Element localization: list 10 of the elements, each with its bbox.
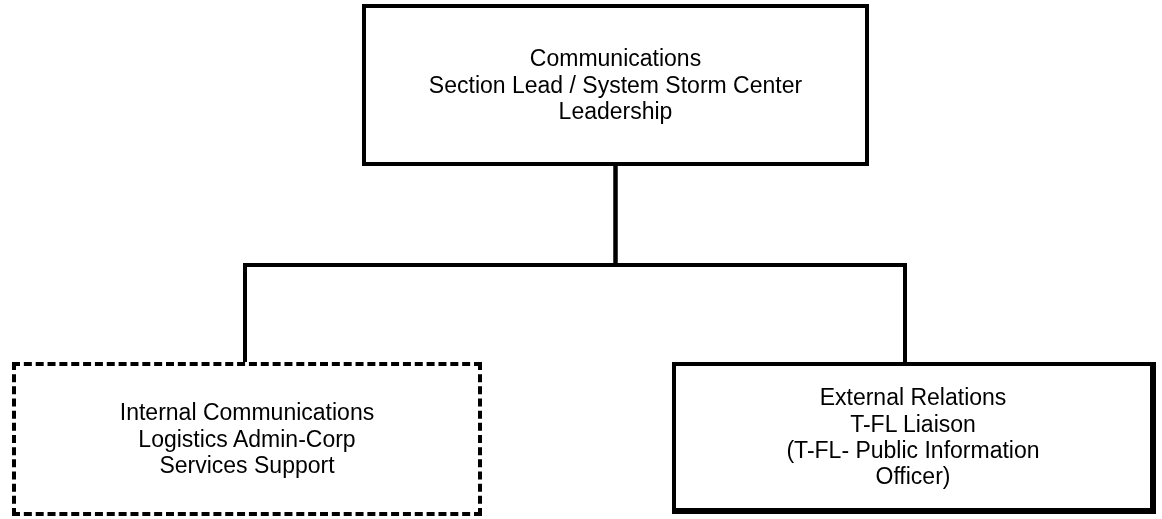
box-label: Section Lead / System Storm Center Leadership: [427, 71, 804, 125]
org-box: [12, 362, 482, 516]
box-label: Internal Communications Logistics Admin-Corp Services Support: [118, 399, 376, 479]
org-box: [362, 4, 869, 166]
box-label: External Relations: [819, 384, 1007, 411]
box-label: (T-FL- Public Information Officer): [785, 437, 1041, 490]
box-label: T-FL Liaison: [850, 410, 976, 437]
org-box: [672, 362, 1156, 514]
box-label: Communications: [529, 45, 702, 72]
connector-line: [613, 166, 907, 362]
